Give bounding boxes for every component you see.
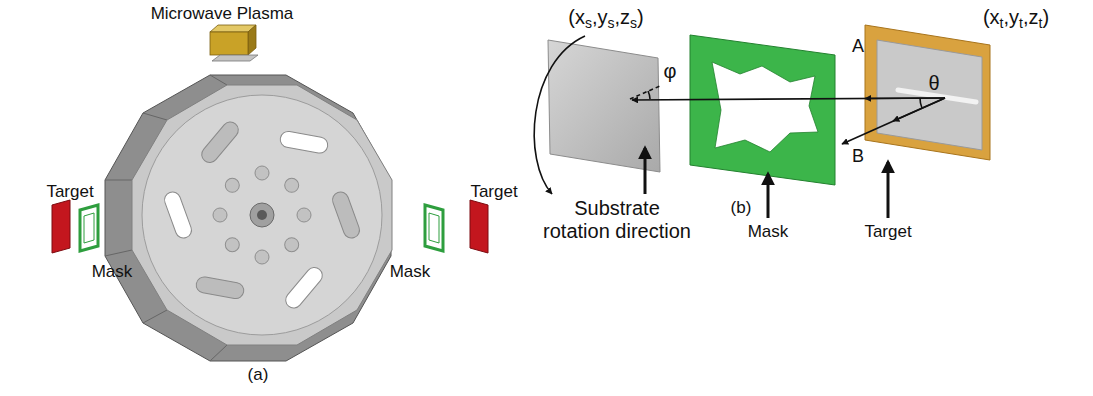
mask-plate bbox=[690, 35, 835, 185]
substrate-plate bbox=[548, 40, 660, 172]
part-label: Mask bbox=[390, 262, 431, 282]
source-label: Microwave Plasma bbox=[151, 4, 294, 24]
target-plate bbox=[865, 25, 990, 160]
ray-lines bbox=[534, 36, 945, 194]
point-label: B bbox=[852, 146, 864, 167]
substrate-drum bbox=[105, 75, 392, 361]
angle-label: φ bbox=[664, 60, 677, 83]
panel-label: (a) bbox=[248, 365, 269, 385]
pointer-arrows bbox=[645, 148, 888, 218]
targets-masks bbox=[52, 200, 488, 253]
point-label: A bbox=[852, 36, 864, 57]
coordinate-label: (xt,yt,zt) bbox=[983, 6, 1049, 31]
angle-label: θ bbox=[928, 72, 939, 95]
part-label: Target bbox=[470, 182, 517, 202]
part-label: Target bbox=[864, 222, 911, 242]
part-label: Mask bbox=[748, 222, 789, 242]
part-label: Target bbox=[46, 182, 93, 202]
panel-label: (b) bbox=[731, 198, 752, 218]
plasma-source bbox=[210, 25, 258, 61]
part-label: Substrate rotation direction bbox=[541, 197, 694, 243]
part-label: Mask bbox=[92, 262, 133, 282]
coordinate-label: (xs,ys,zs) bbox=[568, 6, 643, 31]
